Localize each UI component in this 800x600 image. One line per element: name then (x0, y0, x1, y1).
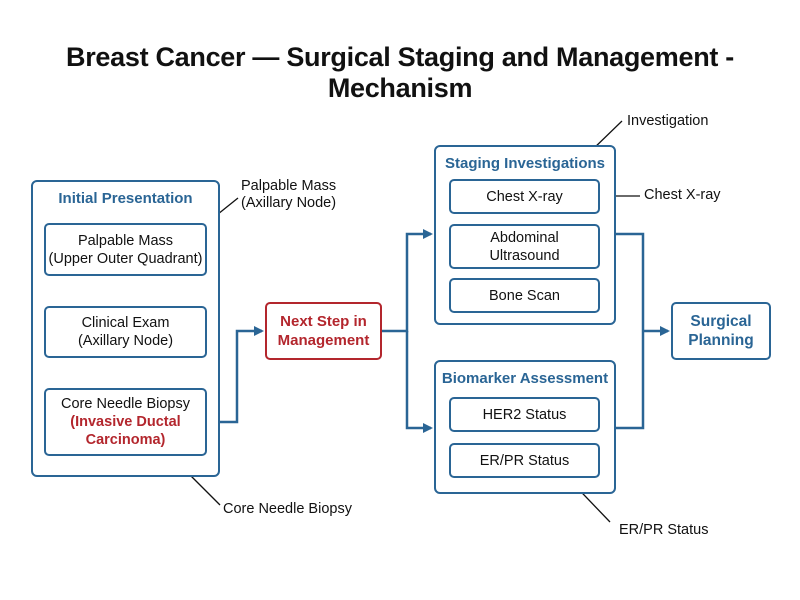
staging-investigations-title: Staging Investigations (444, 155, 606, 172)
initial-presentation-title: Initial Presentation (58, 190, 193, 207)
bone-scan-box: Bone Scan (449, 278, 600, 313)
callout-er-pr-status: ER/PR Status (619, 522, 709, 538)
next-step-box: Next Step in Management (265, 302, 382, 360)
bone-scan-label: Bone Scan (489, 287, 560, 304)
palpable-mass-line2: (Upper Outer Quadrant) (48, 250, 203, 267)
next-step-line1: Next Step in (280, 313, 367, 330)
arrow-next-step-to-staging (382, 229, 433, 333)
callout-palpable-mass: Palpable Mass (Axillary Node) (241, 178, 336, 212)
surgical-planning-line1: Surgical (690, 313, 752, 330)
surgical-planning-box: Surgical Planning (671, 302, 771, 360)
biopsy-diagnosis-line1: (Invasive Ductal (70, 414, 181, 430)
clinical-exam-line2: (Axillary Node) (77, 333, 174, 349)
arrow-biopsy-to-next-step (207, 326, 264, 424)
chest-xray-label: Chest X-ray (486, 188, 563, 205)
er-pr-status-box: ER/PR Status (449, 443, 600, 478)
arrow-next-step-to-biomarker (405, 331, 433, 433)
clinical-exam-line1: Clinical Exam (81, 315, 170, 331)
page-title: Breast Cancer — Surgical Staging and Man… (66, 42, 734, 103)
er-pr-status-label: ER/PR Status (479, 452, 570, 469)
abdominal-ultrasound-line1: Abdominal (490, 229, 559, 246)
biomarker-assessment-title: Biomarker Assessment (441, 370, 609, 387)
her2-status-box: HER2 Status (449, 397, 600, 432)
core-needle-biopsy-box: Core Needle Biopsy (Invasive Ductal Carc… (44, 388, 207, 456)
abdominal-ultrasound-box: Abdominal Ultrasound (449, 224, 600, 269)
chest-xray-box: Chest X-ray (449, 179, 600, 214)
abdominal-ultrasound-line2: Ultrasound (489, 247, 560, 264)
clinical-exam-box: Clinical Exam (Axillary Node) (44, 306, 207, 358)
biopsy-diagnosis-line2: Carcinoma) (85, 432, 166, 448)
callout-palpable-line2: (Axillary Node) (241, 195, 337, 211)
her2-status-label: HER2 Status (482, 406, 567, 423)
palpable-mass-box: Palpable Mass (Upper Outer Quadrant) (44, 223, 207, 276)
callout-chest-xray: Chest X-ray (644, 187, 721, 203)
callout-investigation: Investigation (627, 113, 709, 129)
next-step-line2: Management (277, 332, 370, 349)
surgical-planning-line2: Planning (688, 332, 754, 349)
callout-palpable-line1: Palpable Mass (241, 178, 337, 194)
callout-core-needle-biopsy: Core Needle Biopsy (223, 501, 352, 517)
biopsy-line1: Core Needle Biopsy (61, 396, 190, 412)
palpable-mass-line1: Palpable Mass (77, 232, 174, 249)
